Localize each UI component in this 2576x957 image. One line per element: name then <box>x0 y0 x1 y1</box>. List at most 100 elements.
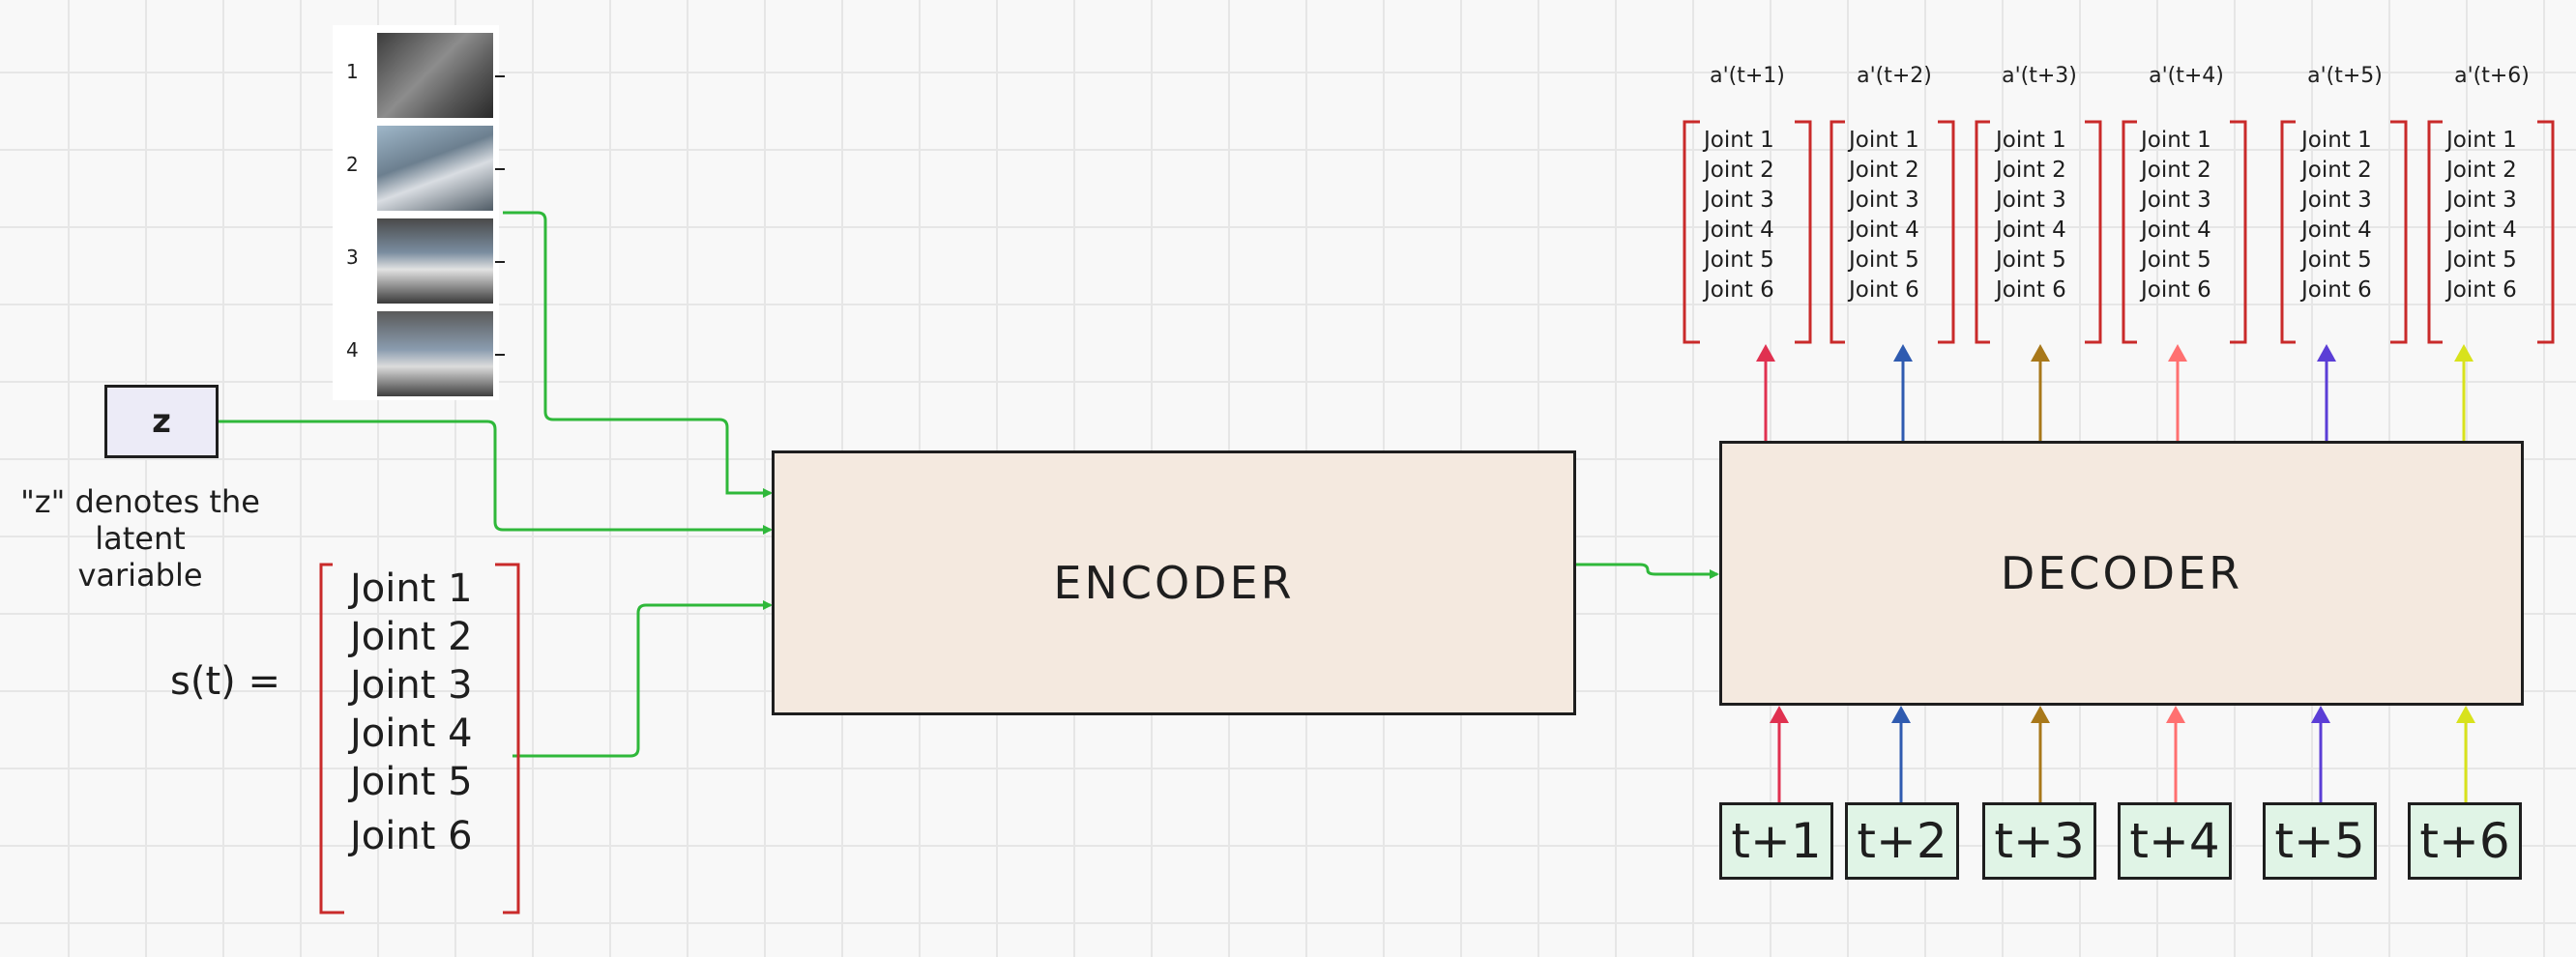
arrow-encoder-to-decoder <box>1576 563 1719 579</box>
timestep-box: t+1 <box>1719 802 1833 880</box>
output-joint: Joint 2 <box>1704 158 1774 183</box>
camera-frame-image <box>377 311 493 396</box>
timestep-label: t+4 <box>2129 813 2220 869</box>
latent-note-line: variable <box>77 557 203 594</box>
latent-z-box: z <box>104 385 219 458</box>
output-joint: Joint 6 <box>2446 277 2517 303</box>
timestep-box: t+2 <box>1845 802 1959 880</box>
timestep-box: t+5 <box>2263 802 2377 880</box>
output-joint: Joint 5 <box>2446 247 2517 273</box>
timestep-label: t+1 <box>1731 813 1822 869</box>
frame-number: 2 <box>346 153 359 176</box>
output-joint: Joint 6 <box>1996 277 2066 303</box>
camera-frame-image <box>377 218 493 304</box>
output-joint: Joint 3 <box>2446 188 2517 213</box>
decoder-block: DECODER <box>1719 441 2524 706</box>
timestep-input-arrows <box>1770 706 2475 802</box>
frame-tick <box>495 261 505 263</box>
state-joint: Joint 5 <box>350 760 473 804</box>
output-joint: Joint 5 <box>2141 247 2211 273</box>
output-joint: Joint 4 <box>1849 218 1919 243</box>
latent-z-label: z <box>152 402 171 441</box>
output-joint: Joint 1 <box>2141 128 2211 153</box>
state-label: s(t) = <box>170 659 280 704</box>
output-joint-list: Joint 1 Joint 2 Joint 3 Joint 4 Joint 5 … <box>2446 126 2517 305</box>
output-joint: Joint 5 <box>1704 247 1774 273</box>
arrow-frames-to-encoder <box>503 211 773 498</box>
output-joint: Joint 2 <box>2141 158 2211 183</box>
arrow-state-to-encoder <box>512 600 773 758</box>
output-joint: Joint 1 <box>1704 128 1774 153</box>
output-joint: Joint 6 <box>1704 277 1774 303</box>
output-joint: Joint 4 <box>2141 218 2211 243</box>
output-joint: Joint 4 <box>1996 218 2066 243</box>
timestep-box: t+6 <box>2408 802 2522 880</box>
frame-tick <box>495 168 505 170</box>
frame-number: 3 <box>346 246 359 269</box>
camera-frames-strip: 1 2 3 4 <box>333 25 505 400</box>
output-joint: Joint 5 <box>1849 247 1919 273</box>
camera-frame-image <box>377 33 493 118</box>
output-title: a'(t+3) <box>2002 64 2077 88</box>
output-joint: Joint 4 <box>2446 218 2517 243</box>
output-title: a'(t+6) <box>2454 64 2530 88</box>
state-joint: Joint 3 <box>350 663 473 708</box>
output-joint: Joint 6 <box>2141 277 2211 303</box>
output-title: a'(t+5) <box>2307 64 2383 88</box>
decoder-label: DECODER <box>2000 547 2243 599</box>
timestep-label: t+2 <box>1857 813 1947 869</box>
state-joint: Joint 2 <box>350 615 473 659</box>
output-joint: Joint 1 <box>2301 128 2372 153</box>
state-vector-brackets <box>319 563 520 914</box>
output-joint-list: Joint 1 Joint 2 Joint 3 Joint 4 Joint 5 … <box>1849 126 1919 305</box>
output-joint: Joint 5 <box>1996 247 2066 273</box>
timestep-label: t+6 <box>2419 813 2510 869</box>
output-joint: Joint 1 <box>2446 128 2517 153</box>
latent-note-line: "z" denotes the <box>20 483 260 520</box>
timestep-label: t+5 <box>2274 813 2365 869</box>
state-joint: Joint 1 <box>350 566 473 611</box>
output-joint: Joint 3 <box>1849 188 1919 213</box>
camera-frame-image <box>377 126 493 211</box>
frame-tick <box>495 354 505 356</box>
output-joint: Joint 2 <box>1849 158 1919 183</box>
output-title: a'(t+2) <box>1857 64 1932 88</box>
latent-note: "z" denotes the latent variable <box>0 483 280 594</box>
output-joint: Joint 1 <box>1849 128 1919 153</box>
output-joint: Joint 3 <box>2301 188 2372 213</box>
output-joint-list: Joint 1 Joint 2 Joint 3 Joint 4 Joint 5 … <box>1704 126 1774 305</box>
output-joint: Joint 4 <box>1704 218 1774 243</box>
timestep-box: t+3 <box>1982 802 2096 880</box>
arrow-z-to-encoder <box>219 420 773 535</box>
timestep-label: t+3 <box>1994 813 2085 869</box>
output-joint: Joint 2 <box>1996 158 2066 183</box>
output-joint: Joint 2 <box>2446 158 2517 183</box>
output-joint: Joint 4 <box>2301 218 2372 243</box>
output-joint-list: Joint 1 Joint 2 Joint 3 Joint 4 Joint 5 … <box>2141 126 2211 305</box>
output-joint: Joint 5 <box>2301 247 2372 273</box>
timestep-box: t+4 <box>2118 802 2232 880</box>
encoder-label: ENCODER <box>1053 557 1295 609</box>
state-joint: Joint 6 <box>350 814 473 858</box>
latent-note-line: latent <box>95 520 186 557</box>
output-joint-list: Joint 1 Joint 2 Joint 3 Joint 4 Joint 5 … <box>1996 126 2066 305</box>
output-title: a'(t+4) <box>2149 64 2224 88</box>
state-joint: Joint 4 <box>350 711 473 756</box>
output-joint-list: Joint 1 Joint 2 Joint 3 Joint 4 Joint 5 … <box>2301 126 2372 305</box>
output-title: a'(t+1) <box>1710 64 1785 88</box>
frame-number: 4 <box>346 338 359 362</box>
encoder-block: ENCODER <box>772 450 1576 715</box>
decoder-output-arrows <box>1756 344 2474 441</box>
output-brackets <box>1683 120 2555 344</box>
frame-tick <box>495 75 505 77</box>
output-joint: Joint 3 <box>1996 188 2066 213</box>
frame-number: 1 <box>346 60 359 83</box>
output-joint: Joint 1 <box>1996 128 2066 153</box>
output-joint: Joint 3 <box>2141 188 2211 213</box>
output-joint: Joint 3 <box>1704 188 1774 213</box>
state-joint-list: Joint 1 Joint 2 Joint 3 Joint 4 Joint 5 … <box>350 565 473 860</box>
output-joint: Joint 6 <box>1849 277 1919 303</box>
output-joint: Joint 6 <box>2301 277 2372 303</box>
output-joint: Joint 2 <box>2301 158 2372 183</box>
